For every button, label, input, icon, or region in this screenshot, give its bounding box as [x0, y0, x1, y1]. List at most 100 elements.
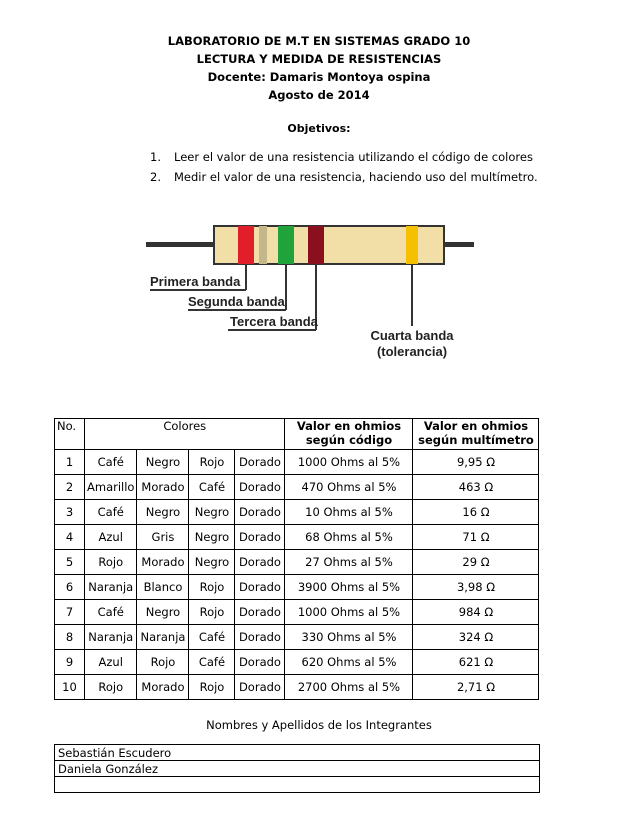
band-1-color: Naranja [83, 624, 138, 650]
header-colores: Colores [83, 418, 286, 450]
row-number: 10 [54, 674, 85, 700]
band-2-swatch [278, 226, 294, 264]
band-1-color: Rojo [83, 549, 138, 575]
band-4-color: Dorado [234, 624, 286, 650]
objective-item: 1.Leer el valor de una resistencia utili… [150, 147, 538, 167]
band-1-color: Naranja [83, 574, 138, 600]
header-valor-codigo-line1: Valor en ohmios [296, 419, 402, 433]
band-1-color: Azul [83, 649, 138, 675]
band-4-color: Dorado [234, 674, 286, 700]
code-value: 3900 Ohms al 5% [284, 574, 414, 600]
band-1-color: Café [83, 599, 138, 625]
measured-value: 29 Ω [412, 549, 540, 575]
band-4-color: Dorado [234, 574, 286, 600]
band-3-color: Café [188, 649, 236, 675]
band-3-color: Rojo [188, 674, 236, 700]
code-value: 68 Ohms al 5% [284, 524, 414, 550]
doc-title-line1: LABORATORIO DE M.T EN SISTEMAS GRADO 10 [167, 34, 471, 48]
code-value: 470 Ohms al 5% [284, 474, 414, 500]
band-2-color: Negro [136, 499, 190, 525]
measured-value: 324 Ω [412, 624, 540, 650]
band-4-color: Dorado [234, 549, 286, 575]
measured-value: 621 Ω [412, 649, 540, 675]
band-1-color: Café [83, 499, 138, 525]
band-3-color: Café [188, 474, 236, 500]
code-value: 1000 Ohms al 5% [284, 449, 414, 475]
objective-text: Medir el valor de una resistencia, hacie… [174, 170, 538, 184]
band-4-label: Cuarta banda [370, 328, 454, 343]
header-valor-multimetro-line1: Valor en ohmios [423, 419, 529, 433]
band-3-swatch [308, 226, 324, 264]
band-3-color: Rojo [188, 449, 236, 475]
code-value: 620 Ohms al 5% [284, 649, 414, 675]
measured-value: 71 Ω [412, 524, 540, 550]
code-value: 1000 Ohms al 5% [284, 599, 414, 625]
band-1-label: Primera banda [150, 274, 241, 289]
band-1-swatch [238, 226, 254, 264]
row-number: 6 [54, 574, 85, 600]
code-value: 330 Ohms al 5% [284, 624, 414, 650]
band-2-color: Gris [136, 524, 190, 550]
band-3-color: Negro [188, 549, 236, 575]
band-2-label: Segunda banda [188, 294, 286, 309]
member-name [54, 776, 540, 793]
resistor-diagram: Primera banda Segunda banda Tercera band… [146, 225, 474, 359]
measured-value: 984 Ω [412, 599, 540, 625]
band-3-color: Negro [188, 524, 236, 550]
measured-value: 463 Ω [412, 474, 540, 500]
band-4-sublabel: (tolerancia) [377, 344, 447, 359]
band-2-color: Negro [136, 449, 190, 475]
band-4-color: Dorado [234, 649, 286, 675]
band-4-color: Dorado [234, 599, 286, 625]
measured-value: 16 Ω [412, 499, 540, 525]
band-2-color: Rojo [136, 649, 190, 675]
objective-number: 2. [150, 170, 161, 184]
objective-item: 2. Medir el valor de una resistencia, hac… [150, 167, 538, 187]
band-2-color: Morado [136, 474, 190, 500]
row-number: 2 [54, 474, 85, 500]
measured-value: 2,71 Ω [412, 674, 540, 700]
band-1-color: Azul [83, 524, 138, 550]
member-name: Daniela González [54, 760, 540, 777]
band-4-color: Dorado [234, 449, 286, 475]
date-line: Agosto de 2014 [268, 88, 370, 102]
code-value: 2700 Ohms al 5% [284, 674, 414, 700]
row-number: 7 [54, 599, 85, 625]
row-number: 1 [54, 449, 85, 475]
band-1-color: Rojo [83, 674, 138, 700]
band-3-label: Tercera banda [230, 314, 319, 329]
row-number: 8 [54, 624, 85, 650]
band-2-color: Morado [136, 549, 190, 575]
band-3-color: Café [188, 624, 236, 650]
objective-text: Leer el valor de una resistencia utiliza… [174, 150, 533, 164]
row-number: 9 [54, 649, 85, 675]
members-title: Nombres y Apellidos de los Integrantes [206, 718, 432, 732]
members-table: Sebastián Escudero Daniela González [54, 744, 540, 793]
band-1-color: Café [83, 449, 138, 475]
header-valor-multimetro-line2: según multímetro [418, 433, 534, 447]
header-valor-codigo-line2: según código [305, 433, 393, 447]
band-1-color: Amarillo [83, 474, 138, 500]
row-number: 3 [54, 499, 85, 525]
band-4-color: Dorado [234, 499, 286, 525]
band-2-color: Morado [136, 674, 190, 700]
measured-value: 9,95 Ω [412, 449, 540, 475]
row-number: 5 [54, 549, 85, 575]
objectives-list: 1.Leer el valor de una resistencia utili… [150, 147, 538, 187]
row-number: 4 [54, 524, 85, 550]
band-2-color: Blanco [136, 574, 190, 600]
code-value: 10 Ohms al 5% [284, 499, 414, 525]
teacher-line: Docente: Damaris Montoya ospina [207, 70, 431, 84]
